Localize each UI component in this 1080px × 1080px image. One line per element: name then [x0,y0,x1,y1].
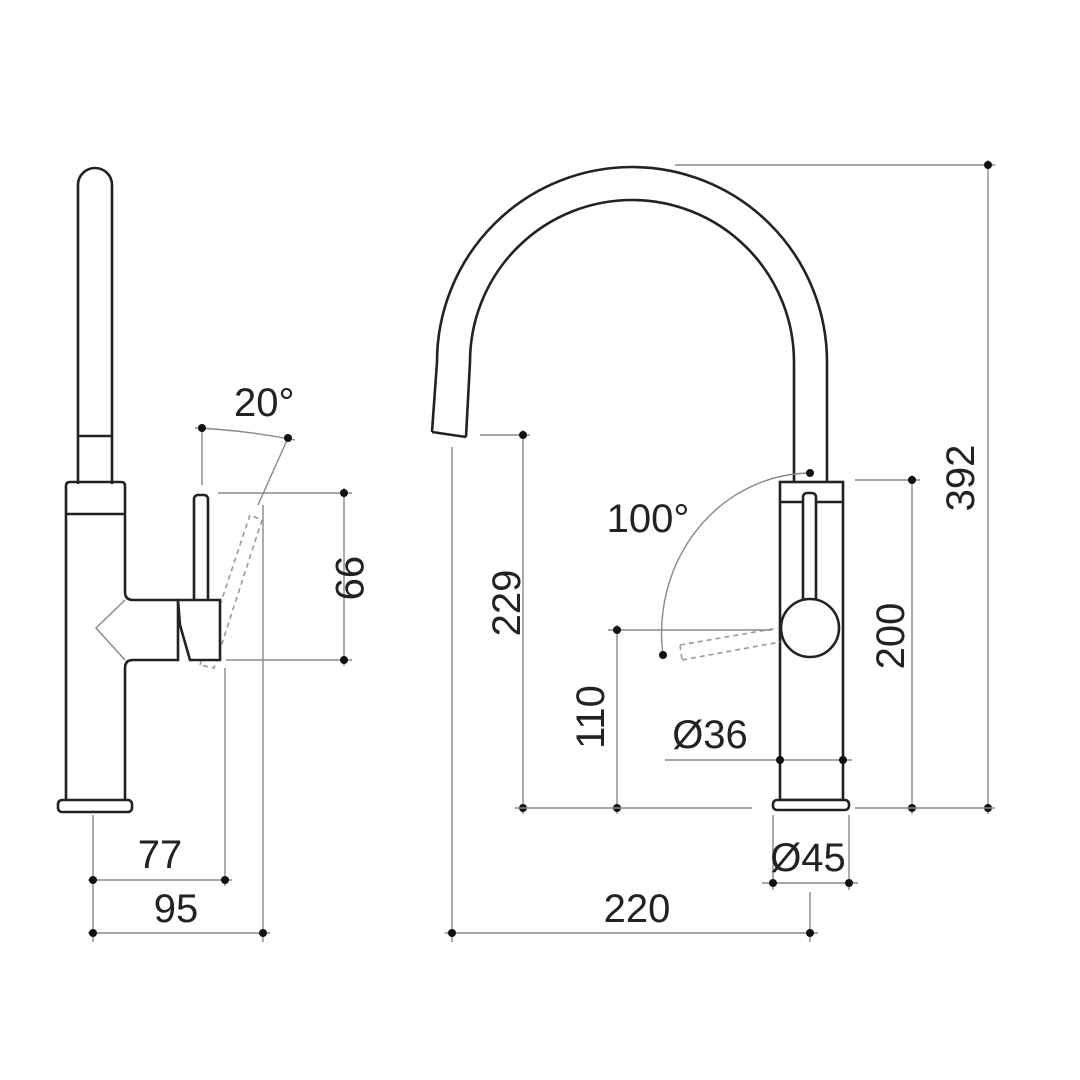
label-side-depth: 95 [154,887,199,931]
front-spout [430,165,829,482]
label-lever-height: 99 [327,556,371,601]
side-body [64,480,180,800]
side-lever-tilted [198,513,263,669]
label-spout-outlet-height: 229 [485,570,529,637]
side-spout-tube [76,166,114,484]
side-lever-hub [176,598,222,662]
side-view: 20° 99 77 95 [56,166,371,942]
label-lever-tilt-angle: 20° [234,381,295,425]
side-notch [95,599,126,661]
front-lever-rod [801,491,818,605]
front-base-plate [771,798,851,812]
label-body-height: 200 [869,603,913,670]
label-lever-rotation-angle: 100° [607,497,690,541]
front-lever-hub [779,597,841,659]
label-lever-pivot-height: 110 [569,685,613,749]
label-body-diameter: Ø36 [672,713,748,757]
side-base-plate [56,798,134,814]
side-lever-rod [192,493,210,607]
label-base-diameter: Ø45 [770,836,846,880]
label-spout-reach: 220 [604,887,671,931]
label-overall-height: 392 [939,445,983,512]
label-body-to-lever: 77 [138,833,183,877]
front-view: 100° 392 229 110 200 Ø36 Ø45 [430,160,995,942]
